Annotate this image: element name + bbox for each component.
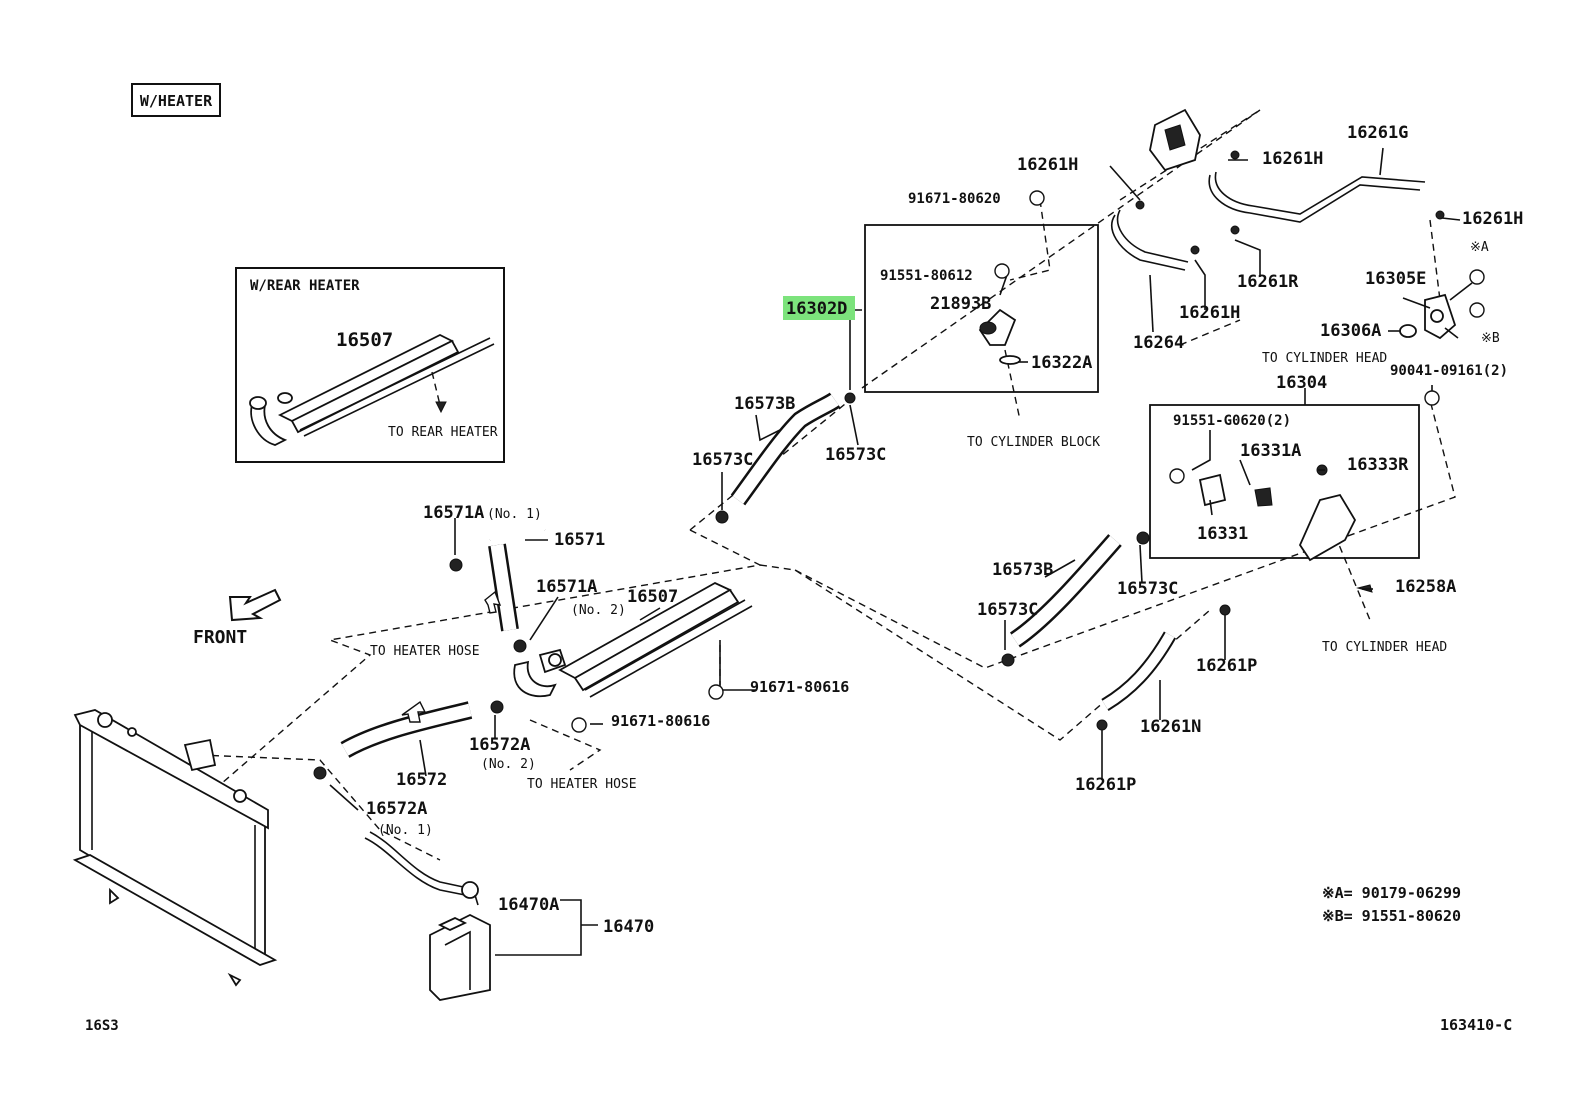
part-label[interactable]: TO CYLINDER BLOCK xyxy=(967,435,1100,450)
part-label[interactable]: 16573B xyxy=(734,394,795,414)
outlet-box xyxy=(1149,404,1420,559)
hoses xyxy=(340,171,1426,758)
part-label[interactable]: TO CYLINDER HEAD xyxy=(1262,351,1387,366)
leader-lines xyxy=(329,147,1473,956)
part-label[interactable]: 16331 xyxy=(1197,524,1248,544)
part-label[interactable]: 91671-80616 xyxy=(750,678,849,696)
part-label[interactable]: 16573C xyxy=(692,450,753,470)
part-label[interactable]: TO HEATER HOSE xyxy=(527,777,637,792)
variant-box: W/HEATER xyxy=(131,83,221,117)
part-label[interactable]: 16470A xyxy=(498,895,559,915)
part-label[interactable]: 16261H xyxy=(1462,209,1523,229)
part-label[interactable]: 90041-09161(2) xyxy=(1390,363,1508,379)
dashed-guides xyxy=(109,109,1456,881)
part-label[interactable]: 16261H xyxy=(1262,149,1323,169)
front-label: FRONT xyxy=(193,627,247,648)
footer-right-code: 163410-C xyxy=(1440,1016,1512,1034)
part-label[interactable]: 16331A xyxy=(1240,441,1301,461)
footer-left-code: 16S3 xyxy=(85,1018,119,1034)
note-b: ※B= 91551-80620 xyxy=(1322,907,1461,925)
part-label[interactable]: 16571A xyxy=(536,577,597,597)
part-label[interactable]: 16573C xyxy=(1117,579,1178,599)
inset-heater-core xyxy=(249,333,495,446)
inset-title: W/REAR HEATER xyxy=(250,278,360,294)
part-label[interactable]: 16573C xyxy=(825,445,886,465)
part-label[interactable]: TO HEATER HOSE xyxy=(370,644,480,659)
part-label[interactable]: 16258A xyxy=(1395,577,1456,597)
part-label[interactable]: 91551-80612 xyxy=(880,268,973,284)
part-label[interactable]: 16507 xyxy=(627,587,678,607)
part-label[interactable]: 16333R xyxy=(1347,455,1409,475)
part-label[interactable]: (No. 1) xyxy=(487,507,542,522)
part-label[interactable]: 16261N xyxy=(1140,717,1201,737)
highlight-16302D xyxy=(783,296,855,320)
part-label[interactable]: 91671-80620 xyxy=(908,191,1001,207)
part-labels: 16261H 91671-80620 16261H 16261G 16261H … xyxy=(366,123,1523,937)
part-label[interactable]: 21893B xyxy=(930,294,991,314)
part-label[interactable]: 16573C xyxy=(977,600,1038,620)
part-label[interactable]: 16322A xyxy=(1031,353,1092,373)
note-a: ※A= 90179-06299 xyxy=(1322,884,1461,902)
part-label[interactable]: 16572A xyxy=(366,799,427,819)
part-label[interactable]: (No. 2) xyxy=(571,603,626,618)
heater-core-main xyxy=(513,581,753,698)
part-label[interactable]: 16261R xyxy=(1237,272,1299,292)
reservoir-tank xyxy=(364,831,491,1001)
front-arrow-icon xyxy=(228,588,282,622)
part-label[interactable]: 16304 xyxy=(1276,373,1327,393)
part-label[interactable]: TO CYLINDER HEAD xyxy=(1322,640,1447,655)
part-label[interactable]: 16261P xyxy=(1196,656,1257,676)
part-label[interactable]: 91671-80616 xyxy=(611,712,710,730)
part-label[interactable]: (No. 2) xyxy=(481,757,536,772)
part-label[interactable]: 16261H xyxy=(1179,303,1240,323)
part-label[interactable]: 16573B xyxy=(992,560,1053,580)
ref-markers xyxy=(571,190,1485,733)
part-label[interactable]: 16261H xyxy=(1017,155,1078,175)
part-label[interactable]: 16261P xyxy=(1075,775,1136,795)
part-label[interactable]: 91551-G0620(2) xyxy=(1173,413,1291,429)
variant-label: W/HEATER xyxy=(140,92,213,110)
part-label[interactable]: ※A xyxy=(1470,240,1489,255)
part-label[interactable]: 16261G xyxy=(1347,123,1408,143)
inset-part: 16507 xyxy=(336,329,393,351)
small-parts xyxy=(313,108,1457,780)
part-label[interactable]: 16571A xyxy=(423,503,484,523)
part-label[interactable]: 16264 xyxy=(1133,333,1184,353)
part-label[interactable]: 16302D xyxy=(786,299,847,319)
part-label[interactable]: 16572A xyxy=(469,735,530,755)
part-label[interactable]: 16305E xyxy=(1365,269,1426,289)
inset-to-label: TO REAR HEATER xyxy=(388,425,498,440)
part-label[interactable]: 16470 xyxy=(603,917,654,937)
part-label[interactable]: 16306A xyxy=(1320,321,1381,341)
part-label[interactable]: (No. 1) xyxy=(378,823,433,838)
thermostat-box xyxy=(864,224,1099,393)
radiator xyxy=(72,709,278,987)
rear-heater-inset: W/REAR HEATER 16507 TO REAR HEATER xyxy=(235,267,505,463)
part-label[interactable]: ※B xyxy=(1481,331,1500,346)
part-label[interactable]: 16571 xyxy=(554,530,605,550)
part-label[interactable]: 16572 xyxy=(396,770,447,790)
